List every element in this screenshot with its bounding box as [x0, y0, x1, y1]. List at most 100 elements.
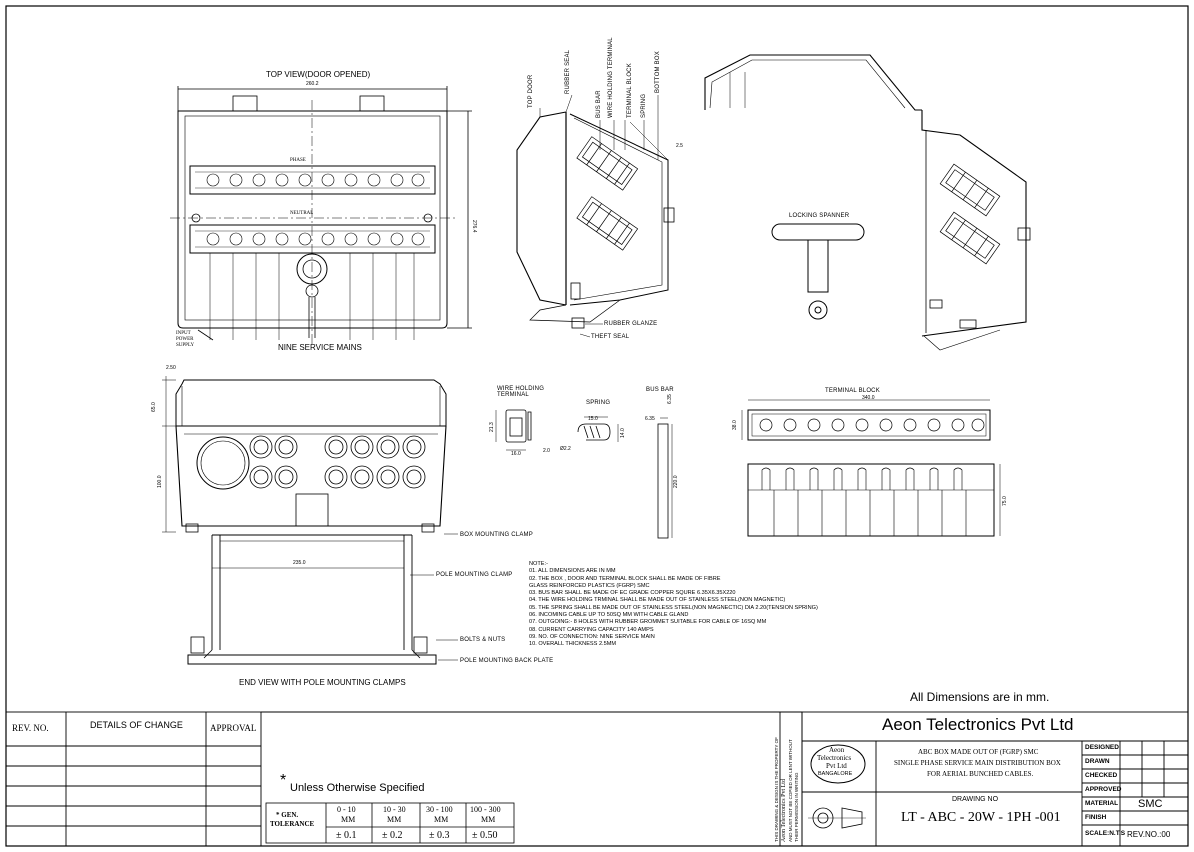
- description-line-1: ABC BOX MADE OUT OF (FGRP) SMC: [918, 748, 1039, 756]
- end-view-dim-top: 2.50: [166, 365, 176, 371]
- spring-dim-1: 15.0: [588, 416, 598, 422]
- end-view-title: END VIEW WITH POLE MOUNTING CLAMPS: [239, 678, 406, 687]
- bolts-nuts-label: BOLTS & NUTS: [460, 637, 506, 643]
- top-view-height-dim: 276.4: [471, 220, 477, 233]
- unit-3: MM: [481, 815, 496, 824]
- material-value: SMC: [1138, 798, 1163, 810]
- theft-seal-label: THEFT SEAL: [591, 334, 630, 340]
- logo-line-4: BANGALORE: [818, 771, 853, 777]
- top-view-drawing: [170, 86, 472, 345]
- range-1: 10 - 30: [383, 805, 406, 814]
- spring-dim-2: 14.0: [620, 428, 626, 438]
- role-designed: DESIGNED: [1085, 744, 1119, 751]
- box-mounting-clamp-label: BOX MOUNTING CLAMP: [460, 532, 533, 538]
- top-door-label: TOP DOOR: [528, 74, 534, 108]
- pole-mounting-clamp-label: POLE MOUNTING CLAMP: [436, 572, 513, 578]
- tolerance-star: *: [280, 772, 287, 789]
- spring-label: SPRING: [641, 93, 647, 118]
- note-item: 02. THE BOX , DOOR AND TERMINAL BLOCK SH…: [529, 575, 721, 582]
- bus-bar-title: BUS BAR: [646, 387, 674, 393]
- note-item: 05. THE SPRING SHALL BE MADE OUT OF STAI…: [529, 604, 818, 611]
- nine-service-mains-label: NINE SERVICE MAINS: [278, 343, 362, 352]
- revision-table-grid: [5, 711, 802, 847]
- note-item: 09. NO. OF CONNECTION: NINE SERVICE MAIN: [529, 633, 655, 640]
- locking-spanner-drawing: [771, 223, 865, 320]
- spring-drawing: [577, 416, 619, 442]
- logo-line-2: Telectronics: [817, 754, 852, 762]
- note-item: 06. INCOMING CABLE UP TO 50SQ MM WITH CA…: [529, 612, 689, 619]
- note-item: 07. OUTGOING:- 8 HOLES WITH RUBBER GROMM…: [529, 619, 767, 626]
- role-checked: CHECKED: [1085, 772, 1118, 779]
- side-section-drawing: [516, 94, 675, 338]
- end-view-drawing: [162, 376, 458, 665]
- approval-header: APPROVAL: [210, 723, 257, 733]
- top-view-title: TOP VIEW(DOOR OPENED): [266, 70, 371, 79]
- input-label-3: SUPPLY: [176, 343, 195, 348]
- end-view-dim-door: 65.0: [151, 402, 157, 412]
- notes-heading: NOTE:-: [529, 561, 548, 567]
- rev-number: REV.NO.:00: [1127, 830, 1171, 839]
- range-2: 30 - 100: [426, 805, 453, 814]
- logo-line-1: Aeon: [829, 746, 845, 754]
- phase-label: PHASE: [290, 158, 306, 163]
- property-note-4: THEIR PERMISSION IN WRITING: [794, 772, 799, 842]
- logo-line-3: Pvt Ltd: [826, 762, 847, 770]
- description-line-3: FOR AERIAL BUNCHED CABLES.: [927, 770, 1034, 778]
- end-view-dim-width: 235.0: [293, 560, 306, 566]
- title-block-grid: [779, 711, 1189, 847]
- wire-holding-dim-2: 16.0: [511, 451, 521, 457]
- tol-3: ± 0.50: [472, 830, 498, 841]
- terminal-block-label: TERMINAL BLOCK: [627, 63, 633, 118]
- description-line-2: SINGLE PHASE SERVICE MAIN DISTRIBUTION B…: [894, 759, 1061, 767]
- range-3: 100 - 300: [470, 805, 501, 814]
- wire-holding-terminal-drawing: [495, 409, 532, 451]
- rubber-glanze-label: RUBBER GLANZE: [604, 321, 658, 327]
- drawing-number: LT - ABC - 20W - 1PH -001: [901, 810, 1061, 825]
- tol-1: ± 0.2: [382, 830, 403, 841]
- unit-0: MM: [341, 815, 356, 824]
- role-drawn: DRAWN: [1085, 758, 1110, 765]
- terminal-block-title: TERMINAL BLOCK: [825, 388, 880, 394]
- range-0: 0 - 10: [337, 805, 356, 814]
- top-view-width-dim: 260.2: [306, 81, 319, 87]
- tol-0: ± 0.1: [336, 830, 357, 841]
- tolerance-label: TOLERANCE: [270, 820, 315, 828]
- property-note-3: AND MUST NOT BE COPIED OR LENT WITHOUT: [788, 739, 793, 842]
- terminal-block-drawing: [741, 399, 1001, 537]
- note-item: 08. CURRENT CARRYING CAPACITY 140 AMPS: [529, 626, 654, 633]
- rubber-seal-label: RUBBER SEAL: [565, 49, 571, 94]
- company-name: Aeon Telectronics Pvt Ltd: [882, 715, 1074, 734]
- spring-title: SPRING: [586, 400, 611, 406]
- property-note-1: THIS DRAWING & DESIGN IS THE PROPERTY OF: [774, 737, 779, 842]
- note-item: 04. THE WIRE HOLDING TRMINAL SHALL BE MA…: [529, 597, 786, 604]
- tolerance-table-grid: [265, 802, 515, 844]
- terminal-block-lower-dim: 75.0: [1002, 496, 1008, 506]
- all-dimensions-note: All Dimensions are in mm.: [910, 690, 1050, 704]
- note-item: 01. ALL DIMENSIONS ARE IN MM: [529, 568, 616, 575]
- bus-bar-label: BUS BAR: [596, 90, 602, 118]
- bus-bar-dim-1: 6.35: [667, 394, 673, 404]
- spring-dim-3: Ø2.2: [560, 446, 571, 452]
- wire-holding-label: WIRE HOLDING TERMINAL: [608, 37, 614, 118]
- terminal-block-width-dim: 340.0: [862, 395, 875, 401]
- rev-no-header: REV. NO.: [12, 723, 49, 733]
- side-dim: 2.5: [676, 143, 683, 149]
- note-item: GLASS REINFORCED PLASTICS (FGRP) SMC: [529, 582, 650, 589]
- unit-1: MM: [387, 815, 402, 824]
- notes-block: NOTE:- 01. ALL DIMENSIONS ARE IN MM 02. …: [529, 561, 818, 649]
- role-approved: APPROVED: [1085, 786, 1122, 793]
- wire-holding-dim-3: 2.0: [543, 448, 550, 454]
- neutral-label: NEUTRAL: [290, 211, 314, 216]
- wire-holding-terminal-title: WIRE HOLDING TERMINAL: [497, 386, 545, 398]
- pole-mounting-back-plate-label: POLE MOUNTING BACK PLATE: [460, 658, 554, 664]
- unless-otherwise-specified: Unless Otherwise Specified: [290, 782, 425, 794]
- note-item: 10. OVERALL THICKNESS 2.5MM: [529, 641, 617, 648]
- wire-holding-dim-1: 21.3: [489, 422, 495, 432]
- gen-label: * GEN.: [276, 811, 299, 819]
- bottom-box-label: BOTTOM BOX: [655, 51, 661, 93]
- input-label-1: INPUT: [176, 331, 191, 336]
- tol-2: ± 0.3: [429, 830, 450, 841]
- sheet-border: [5, 5, 1189, 847]
